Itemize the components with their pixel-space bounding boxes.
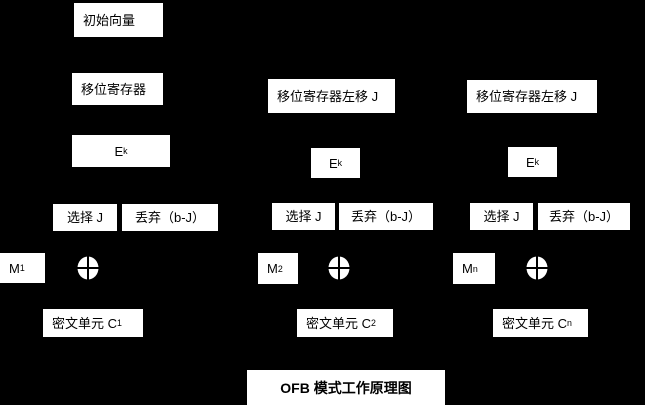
encryption-label: E	[525, 154, 535, 170]
ciphertext-label: 密文单元 C	[306, 315, 372, 331]
ciphertext-label: 密文单元 C	[52, 315, 118, 331]
message-label: M	[462, 261, 473, 276]
shift-register-box-2: 移位寄存器左移 J	[268, 79, 395, 113]
discard-box-3: 丢弃（b-J）	[538, 203, 630, 230]
discard-box-2: 丢弃（b-J）	[339, 203, 433, 230]
select-box-2: 选择 J	[272, 203, 335, 230]
message-label: M	[9, 260, 20, 276]
ciphertext-label: 密文单元 C	[502, 315, 568, 331]
discard-box-1: 丢弃（b-J）	[122, 204, 218, 231]
shift-register-box-3: 移位寄存器左移 J	[467, 80, 597, 113]
select-box-3: 选择 J	[470, 203, 533, 230]
encryption-label: E	[328, 155, 338, 171]
message-label: M	[267, 261, 278, 276]
shift-register-box-1: 移位寄存器	[72, 73, 163, 105]
select-box-1: 选择 J	[53, 204, 117, 231]
xor-icon	[328, 256, 350, 280]
xor-icon	[526, 256, 548, 280]
diagram-title: OFB 模式工作原理图	[247, 370, 445, 405]
xor-icon	[77, 256, 99, 280]
encryption-label: E	[114, 143, 124, 159]
initial-vector-box: 初始向量	[74, 3, 163, 37]
